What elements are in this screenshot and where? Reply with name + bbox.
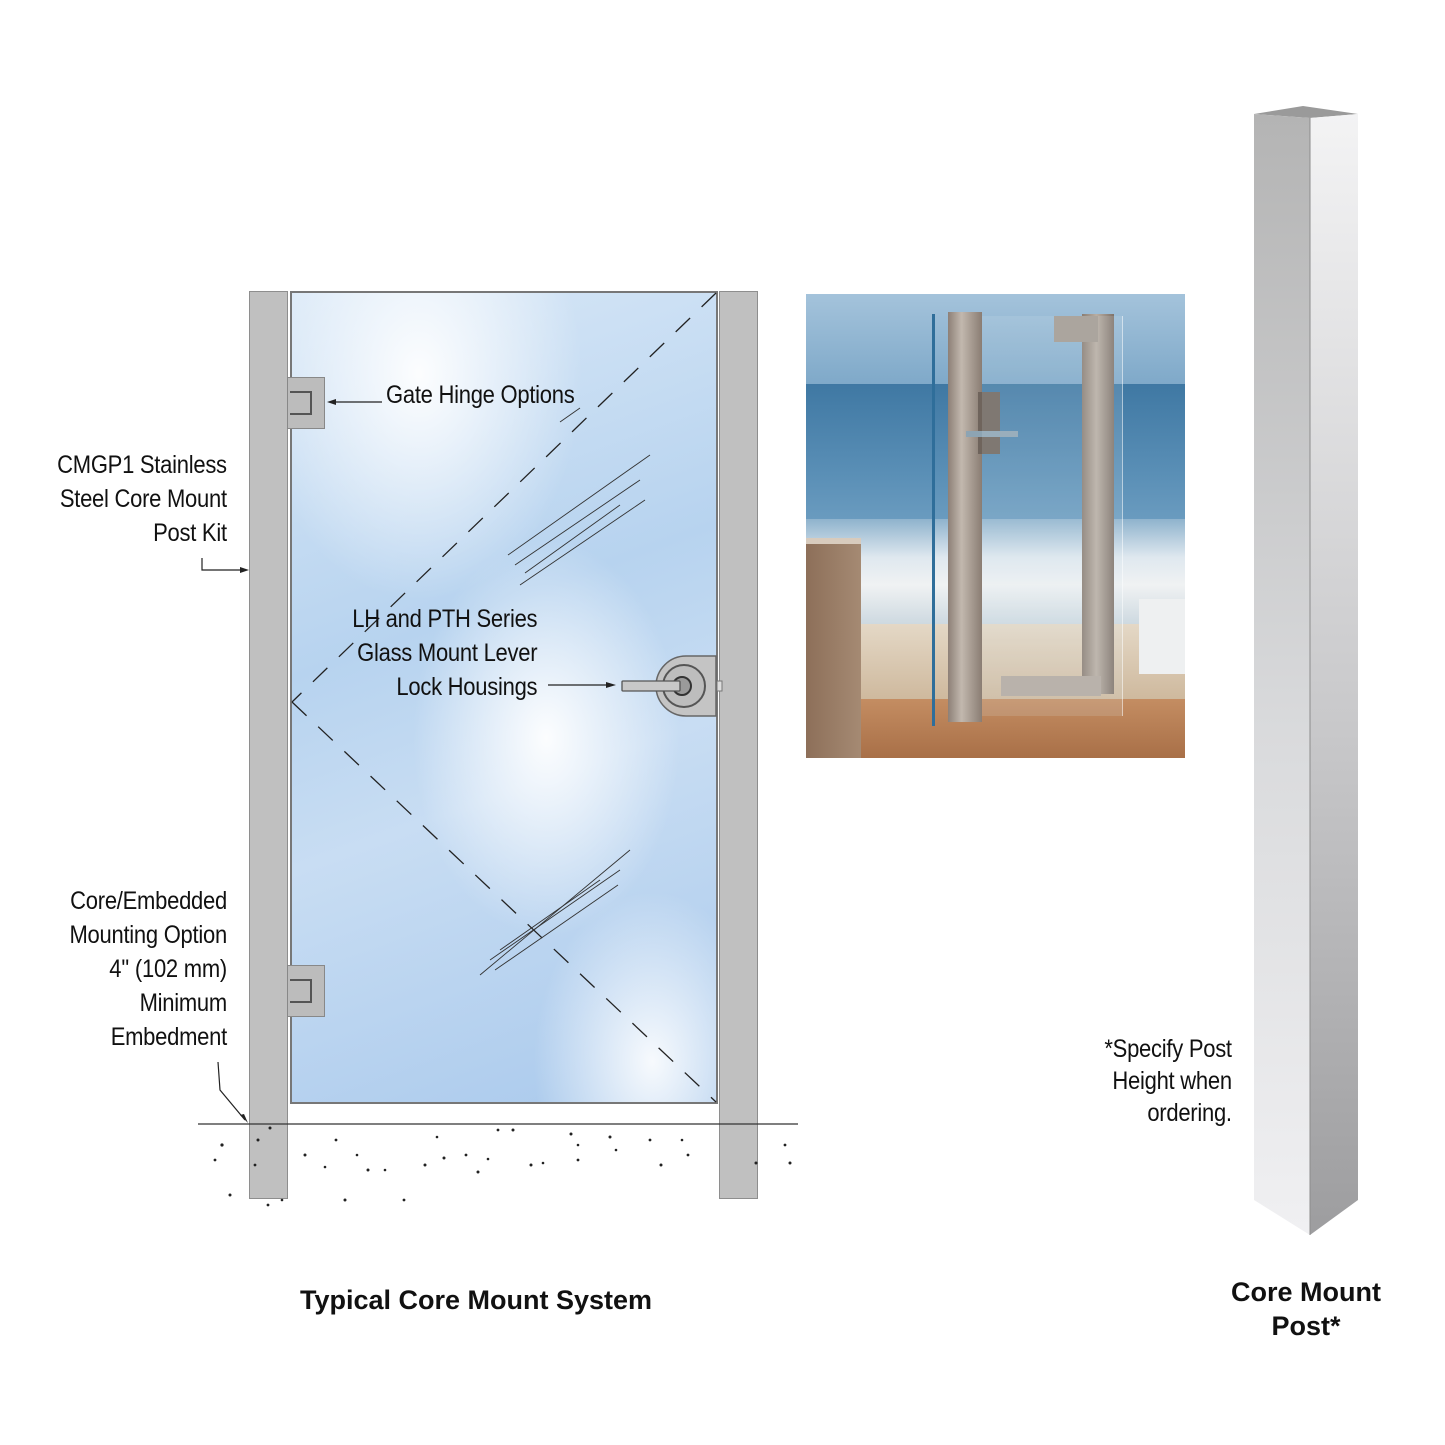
post-kit-label-line2: Steel Core Mount	[60, 485, 228, 513]
photo-glass-edge	[932, 314, 935, 726]
post-kit-label-line3: Post Kit	[153, 519, 227, 547]
post-caption-line2: Post*	[1271, 1311, 1341, 1341]
specify-height-note: *Specify Post Height when ordering.	[1104, 1033, 1233, 1129]
core-mount-post-render	[1254, 106, 1358, 1235]
photo-sand	[806, 624, 1185, 704]
embed-label-line2: Mounting Option	[69, 921, 228, 949]
post-caption: Core Mount Post*	[1215, 1275, 1397, 1343]
glass-panel	[290, 291, 718, 1104]
embed-label-line3: 4'' (102 mm)	[109, 955, 227, 983]
lower-hinge	[287, 965, 325, 1017]
lock-label: LH and PTH Series Glass Mount Lever Lock…	[352, 602, 537, 704]
post-kit-label: CMGP1 Stainless Steel Core Mount Post Ki…	[57, 448, 227, 550]
photo-sky	[806, 294, 1185, 384]
post-kit-label-line1: CMGP1 Stainless	[57, 451, 227, 479]
lever-lock-icon	[621, 655, 723, 717]
photo-surf	[806, 519, 1185, 629]
embed-label-line1: Core/Embedded	[70, 887, 227, 915]
embed-label-line4: Minimum	[139, 989, 228, 1017]
photo-boat	[1139, 599, 1185, 674]
beach-gate-photo	[806, 294, 1185, 758]
upper-hinge	[287, 377, 325, 429]
specify-note-line1: *Specify Post	[1104, 1035, 1233, 1063]
hinge-label-text: Gate Hinge Options	[386, 381, 575, 409]
embed-label-line5: Embedment	[110, 1023, 228, 1051]
photo-step	[1001, 676, 1101, 696]
lock-label-line1: LH and PTH Series	[351, 605, 537, 633]
photo-right-post	[1082, 314, 1114, 694]
photo-gate-glass	[982, 316, 1123, 716]
left-post	[249, 291, 288, 1199]
post-caption-line1: Core Mount	[1231, 1277, 1381, 1307]
photo-planter	[806, 538, 861, 758]
specify-note-line3: ordering.	[1147, 1099, 1233, 1127]
photo-lever	[966, 431, 1018, 437]
embed-label: Core/Embedded Mounting Option 4'' (102 m…	[69, 884, 228, 1054]
lock-label-line2: Glass Mount Lever	[356, 639, 537, 667]
hinge-label: Gate Hinge Options	[386, 378, 575, 412]
right-post	[719, 291, 758, 1199]
photo-top-hinge	[1054, 316, 1098, 342]
specify-note-line2: Height when	[1112, 1067, 1233, 1095]
lock-label-line3: Lock Housings	[396, 673, 537, 701]
main-caption: Typical Core Mount System	[300, 1285, 653, 1315]
photo-left-post	[948, 312, 982, 722]
photo-deck	[806, 699, 1185, 758]
photo-lock-plate	[978, 392, 1000, 454]
